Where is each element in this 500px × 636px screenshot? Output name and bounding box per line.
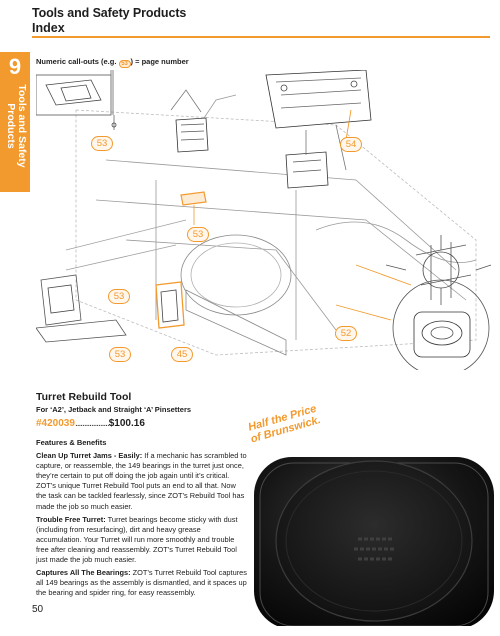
price-leader-dots: ................... — [74, 418, 110, 429]
part-number: #420039 — [36, 418, 75, 429]
callout-note-after: ) = page number — [130, 57, 189, 66]
product-photo — [250, 453, 496, 629]
price-row: #420039...................$100.16 — [36, 418, 145, 429]
features-heading: Features & Benefits — [36, 438, 107, 447]
callout-badge-3: 53 — [187, 227, 209, 242]
page-number: 50 — [32, 604, 44, 615]
feature-text: If a mechanic has scrambled to capture, … — [36, 451, 247, 511]
feature-title: Clean Up Turret Jams - Easily: — [36, 451, 143, 461]
feature-paragraph: Trouble Free Turret: Turret bearings bec… — [36, 515, 248, 565]
pinsetter-line-drawing — [35, 69, 492, 377]
callout-badge-1: 53 — [91, 136, 113, 151]
callout-badge-6: 53 — [109, 347, 131, 362]
callout-badge-4: 53 — [108, 289, 130, 304]
callout-example-badge: 53 — [118, 60, 131, 68]
product-subtitle: For ‘A2’, Jetback and Straight ‘A’ Pinse… — [36, 405, 192, 414]
section-side-tab — [0, 52, 30, 192]
feature-title: Captures All The Bearings: — [36, 568, 131, 578]
molded-text-mark — [354, 537, 396, 561]
feature-title: Trouble Free Turret: — [36, 514, 106, 524]
promo-text: Half the Price of Brunswick. — [246, 402, 322, 446]
callout-note: Numeric call-outs (e.g. 53) = page numbe… — [36, 57, 189, 68]
header-rule — [32, 36, 490, 38]
section-label: Tools and Safety Products — [5, 84, 28, 168]
callout-badge-2: 54 — [340, 137, 362, 152]
feature-text: Turret bearings become sticky with dust … — [36, 514, 238, 565]
feature-paragraph: Captures All The Bearings: ZOT’s Turret … — [36, 568, 248, 598]
pinsetter-diagram: 53 54 53 53 52 53 45 — [35, 69, 496, 377]
feature-text: ZOT’s Turret Rebuild Tool captures all 1… — [36, 568, 247, 598]
page-header-title: Tools and Safety Products — [32, 6, 187, 20]
callout-badge-7: 45 — [171, 347, 193, 362]
feature-paragraph: Clean Up Turret Jams - Easily: If a mech… — [36, 451, 248, 512]
product-title: Turret Rebuild Tool — [36, 391, 132, 403]
callout-badge-5: 52 — [335, 326, 357, 341]
product-price: $100.16 — [108, 418, 145, 429]
section-number: 9 — [8, 54, 22, 79]
product-description: Features & Benefits Clean Up Turret Jams… — [36, 434, 248, 601]
page-header-subtitle: Index — [32, 21, 65, 35]
callout-note-before: Numeric call-outs (e.g. — [36, 57, 117, 66]
turret-rebuild-tool-image — [254, 457, 494, 629]
